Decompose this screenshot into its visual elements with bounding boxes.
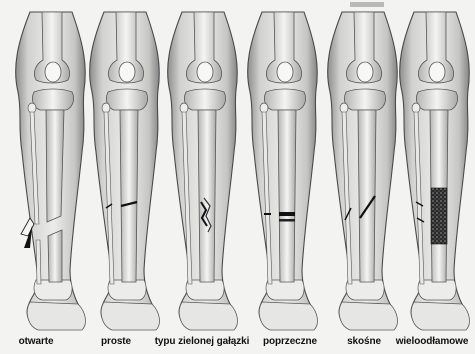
caption-skosne: skośne (347, 336, 381, 347)
caption-wieloodlamowe: wieloodłamowe (396, 336, 469, 347)
caption-proste: proste (101, 336, 131, 347)
caption-otwarte: otwarte (19, 336, 54, 347)
caption-typu-zielonej-galazki: typu zielonej gałązki (155, 336, 250, 347)
caption-poprzeczne: poprzeczne (263, 336, 317, 347)
